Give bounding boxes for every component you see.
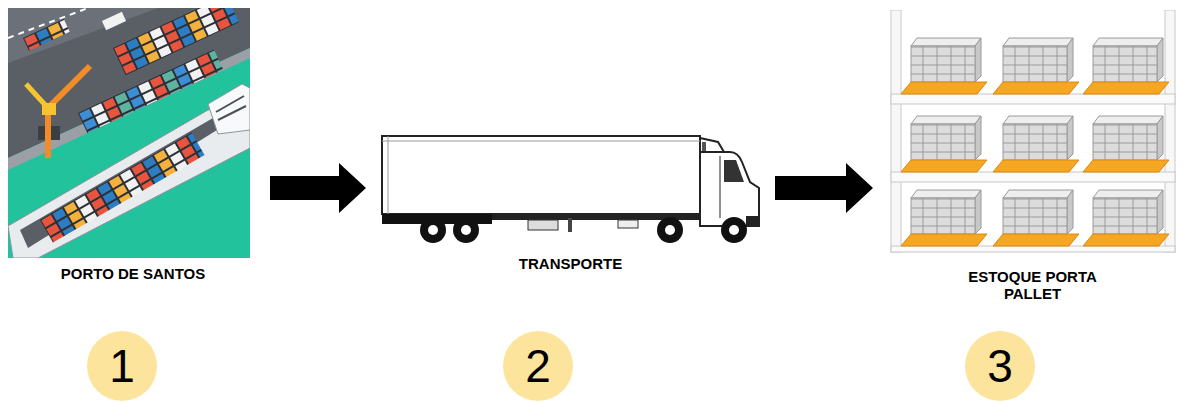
step-circle: 2 [503,331,573,401]
truck-illustration-part [746,216,760,225]
truck-illustration-part [721,217,747,243]
truck-illustration-part [700,152,759,226]
port-illustration-part [23,19,70,51]
port-illustration-part [20,118,233,248]
callout-number: 1 [109,341,135,391]
step-circle: 3 [965,331,1035,401]
callout-number: 2 [525,341,551,391]
rack-illustration-part [891,246,1175,252]
storage-node: ESTOQUE PORTA PALLET [885,10,1180,302]
rack-illustration-part [1083,190,1169,246]
truck-illustration [378,130,763,245]
rack-illustration-part [993,38,1079,94]
truck-illustration-part [618,220,638,228]
truck-illustration-part [388,136,389,214]
truck-illustration-part [657,217,683,243]
flow-arrow [775,163,873,213]
port-illustration-part [40,133,205,243]
stage-label: ESTOQUE PORTA PALLET [958,268,1108,302]
rack-illustration-part [901,190,987,246]
port-illustration-part-part [40,133,205,243]
port-node: PORTO DE SANTOS [8,8,258,282]
truck-illustration-part [461,225,471,235]
callout-number: 3 [987,341,1013,391]
port-illustration-part [218,106,246,120]
rack-illustration-part [901,116,987,172]
rack-illustration-part [891,94,1175,104]
step-circle: 1 [87,331,157,401]
rack-illustration-part [901,38,987,94]
truck-illustration-part [382,141,700,142]
truck-illustration-part [382,136,700,214]
rack-illustration-part [891,172,1175,182]
truck-illustration-part [453,217,479,243]
truck-illustration-part [720,156,721,218]
truck-illustration-part [428,225,438,235]
stage-label: PORTO DE SANTOS [61,265,205,282]
truck-illustration-part [568,218,572,232]
rack-illustration [885,10,1180,255]
truck-illustration-part [729,225,739,235]
transport-node: TRANSPORTE [378,130,763,272]
rack-illustration-part [1083,38,1169,94]
truck-illustration-part [665,225,675,235]
stage-label: TRANSPORTE [519,255,622,272]
truck-illustration-part [724,160,744,182]
rack-illustration-part [1083,116,1169,172]
flow-arrow [270,163,366,213]
rack-illustration-part [993,190,1079,246]
port-illustration-part [102,12,126,30]
port-illustration-part [8,104,250,258]
truck-illustration-part [420,217,446,243]
rack-illustration-part [993,116,1079,172]
port-illustration [8,8,250,258]
port-illustration-part [208,84,250,134]
port-illustration-part [42,103,56,115]
port-illustration-part-part [23,19,70,51]
truck-illustration-part [528,220,558,230]
rack-illustration-part [891,10,901,252]
rack-illustration-part [1165,10,1175,252]
